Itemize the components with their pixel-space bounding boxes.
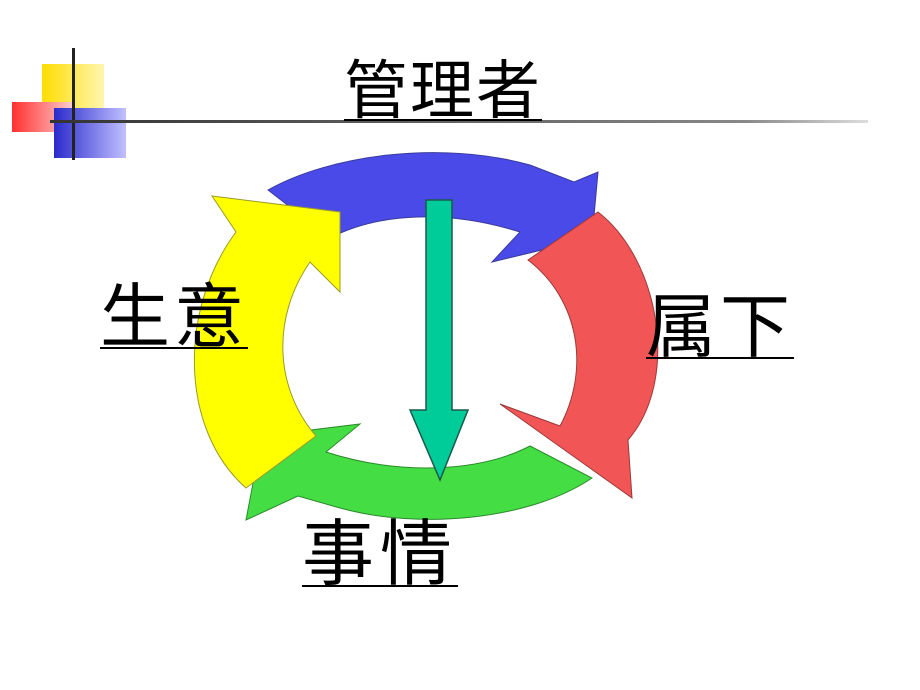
node-label-left: 生意 — [100, 276, 248, 358]
deco-blue-square — [54, 108, 126, 158]
arrow-right-red — [499, 211, 659, 500]
deco-vertical-line — [72, 48, 75, 160]
arrow-left-yellow — [194, 195, 341, 489]
arrow-bottom-green — [245, 423, 593, 521]
diagram-title: 管理者 — [344, 55, 542, 129]
node-label-right: 属下 — [646, 286, 794, 368]
arrow-center-down — [408, 199, 470, 482]
node-label-bottom: 事情 — [302, 512, 459, 596]
deco-horizontal-rule — [50, 120, 868, 123]
